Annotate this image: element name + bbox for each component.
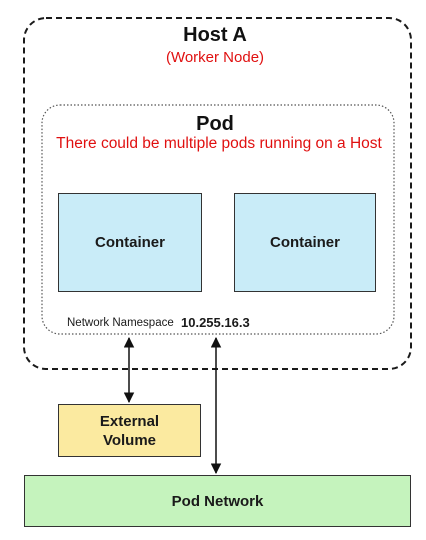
pod-title: Pod: [196, 113, 234, 135]
container-label-2: Container: [269, 234, 340, 251]
container-box-1: Container: [58, 193, 202, 292]
external-volume-line1: External: [99, 412, 160, 430]
container-label-1: Container: [94, 234, 165, 251]
pod-network-box: Pod Network: [24, 475, 411, 527]
pod-note: There could be multiple pods running on …: [56, 135, 382, 152]
host-title: Host A: [183, 24, 247, 46]
container-box-2: Container: [234, 193, 376, 292]
pod-network-label: Pod Network: [171, 492, 264, 510]
network-namespace-ip: 10.255.16.3: [181, 315, 250, 330]
network-namespace-label: Network Namespace: [67, 317, 174, 329]
host-subtitle: (Worker Node): [165, 49, 265, 66]
external-volume-box: External Volume: [58, 404, 201, 457]
pod-boundary: [41, 104, 395, 335]
external-volume-line2: Volume: [102, 431, 157, 449]
